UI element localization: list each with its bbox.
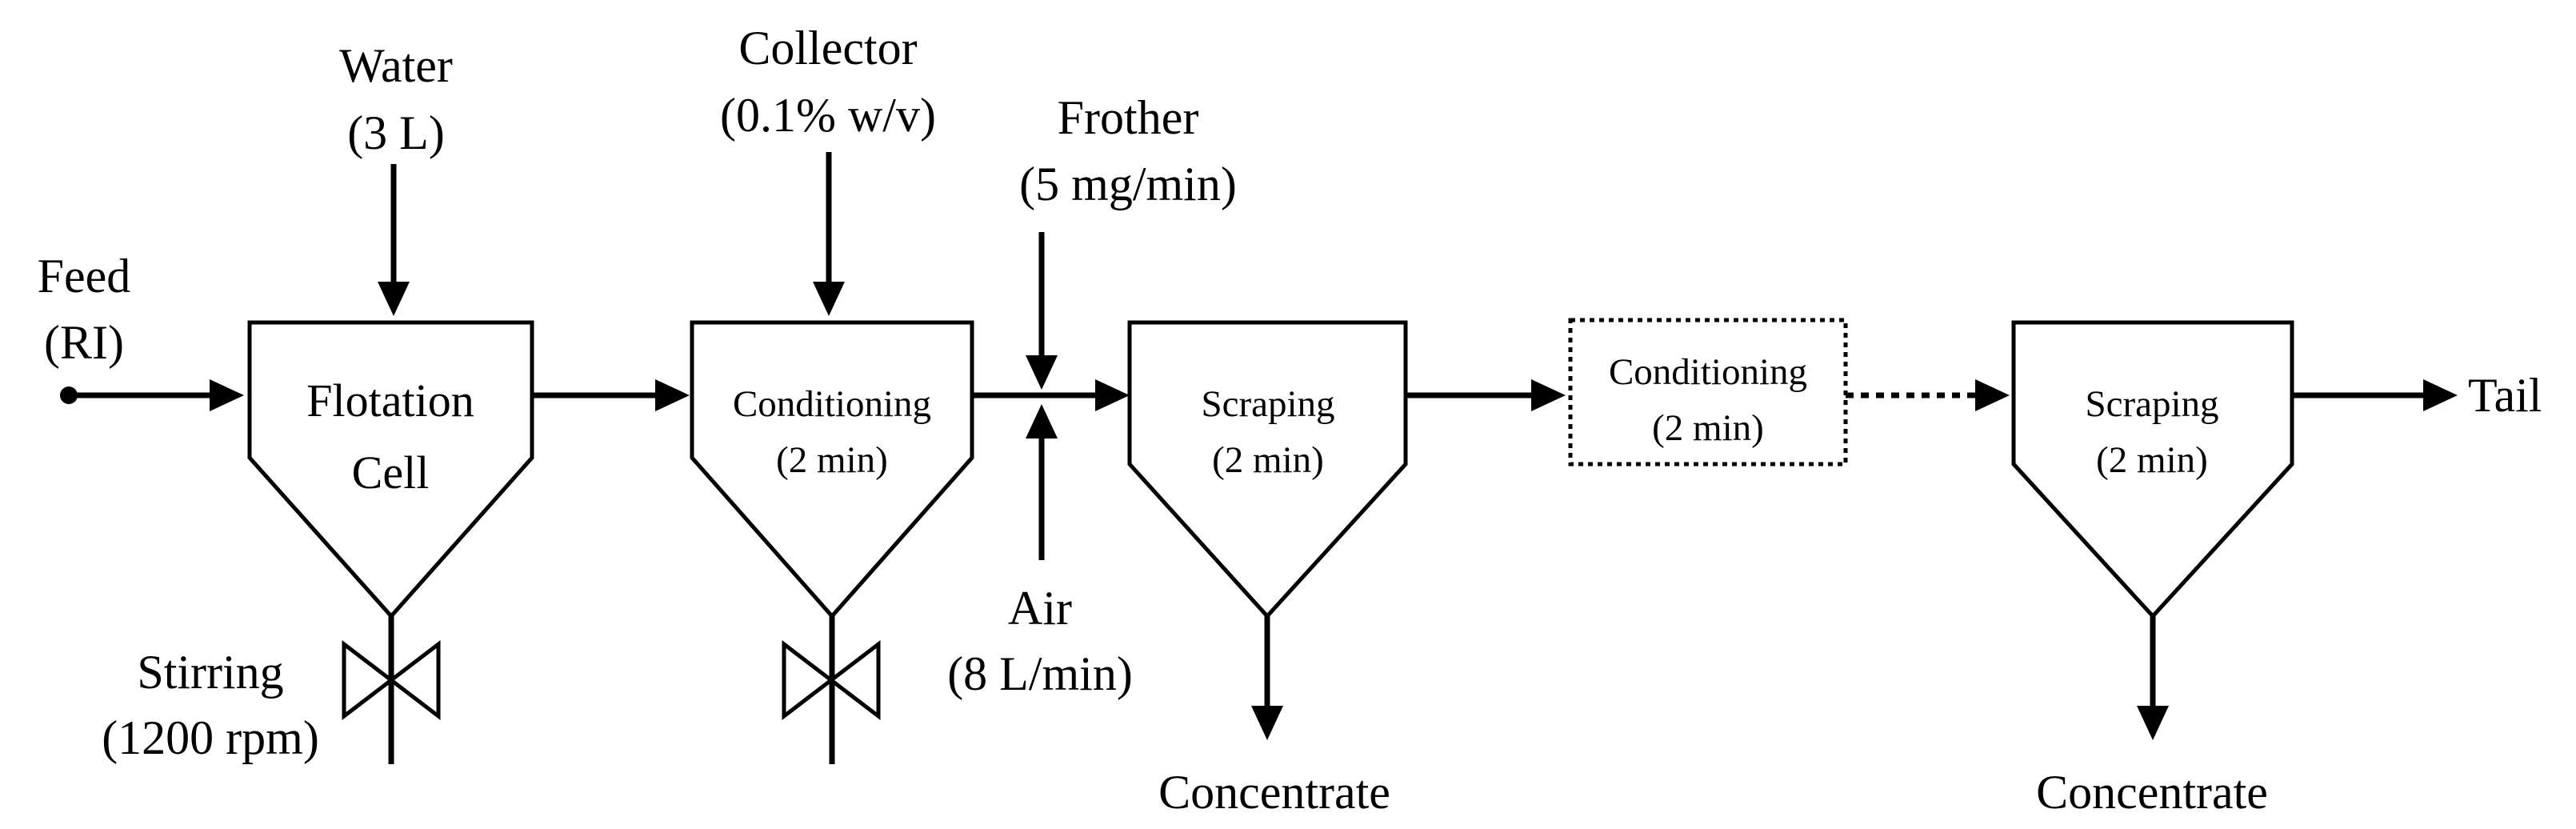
air-value: (8 L/min)	[947, 647, 1133, 700]
scraping-2-label-line2: (2 min)	[2096, 439, 2208, 481]
conditioning-1-label-line2: (2 min)	[776, 439, 888, 481]
concentrate-2-arrowhead	[2137, 706, 2169, 740]
conditioning-valve-icon	[782, 639, 881, 721]
conditioning-1-label-line1: Conditioning	[733, 383, 931, 425]
frother-label: Frother	[1058, 91, 1199, 144]
collector-label: Collector	[738, 22, 917, 74]
feed-value: (RI)	[44, 316, 124, 369]
collector-value: (0.1% w/v)	[720, 89, 936, 142]
frother-value: (5 mg/min)	[1019, 158, 1237, 210]
flow-arrowhead-2	[1095, 379, 1130, 411]
conditioning-box-2	[1568, 318, 1848, 467]
stirring-value: (1200 rpm)	[102, 711, 319, 764]
flow-arrowhead-1	[655, 379, 690, 411]
scraping-2-label-line1: Scraping	[2085, 383, 2218, 425]
water-value: (3 L)	[347, 106, 445, 159]
air-arrowhead	[1026, 404, 1058, 439]
feed-arrowhead	[210, 379, 244, 411]
water-arrowhead	[378, 282, 410, 316]
conditioning-2-label-line2: (2 min)	[1652, 407, 1764, 449]
concentrate-1-label: Concentrate	[1158, 766, 1390, 819]
water-label: Water	[339, 39, 453, 92]
scraping-tank-2	[2011, 320, 2294, 619]
concentrate-2-label: Concentrate	[2036, 766, 2268, 819]
collector-arrowhead	[813, 282, 845, 316]
conditioning-2-label-line1: Conditioning	[1609, 351, 1807, 393]
flotation-cell-label-line1: Flotation	[306, 374, 474, 427]
stirring-valve-icon	[342, 639, 441, 721]
scraping-tank-1	[1127, 320, 1408, 619]
feed-label: Feed	[38, 250, 131, 302]
tail-arrowhead	[2423, 379, 2458, 411]
tail-label: Tail	[2468, 369, 2542, 422]
scraping-1-label-line1: Scraping	[1201, 383, 1334, 425]
conditioning-tank-1	[690, 320, 974, 619]
stirring-label: Stirring	[137, 646, 283, 699]
air-label: Air	[1008, 582, 1072, 635]
frother-arrowhead	[1026, 355, 1058, 390]
scraping-1-label-line2: (2 min)	[1212, 439, 1324, 481]
flotation-cell-label-line2: Cell	[352, 447, 430, 499]
flotation-cell	[247, 320, 534, 619]
flow-arrowhead-3	[1531, 379, 1566, 411]
flow-arrowhead-4	[1975, 379, 2010, 411]
concentrate-1-arrowhead	[1251, 706, 1283, 740]
